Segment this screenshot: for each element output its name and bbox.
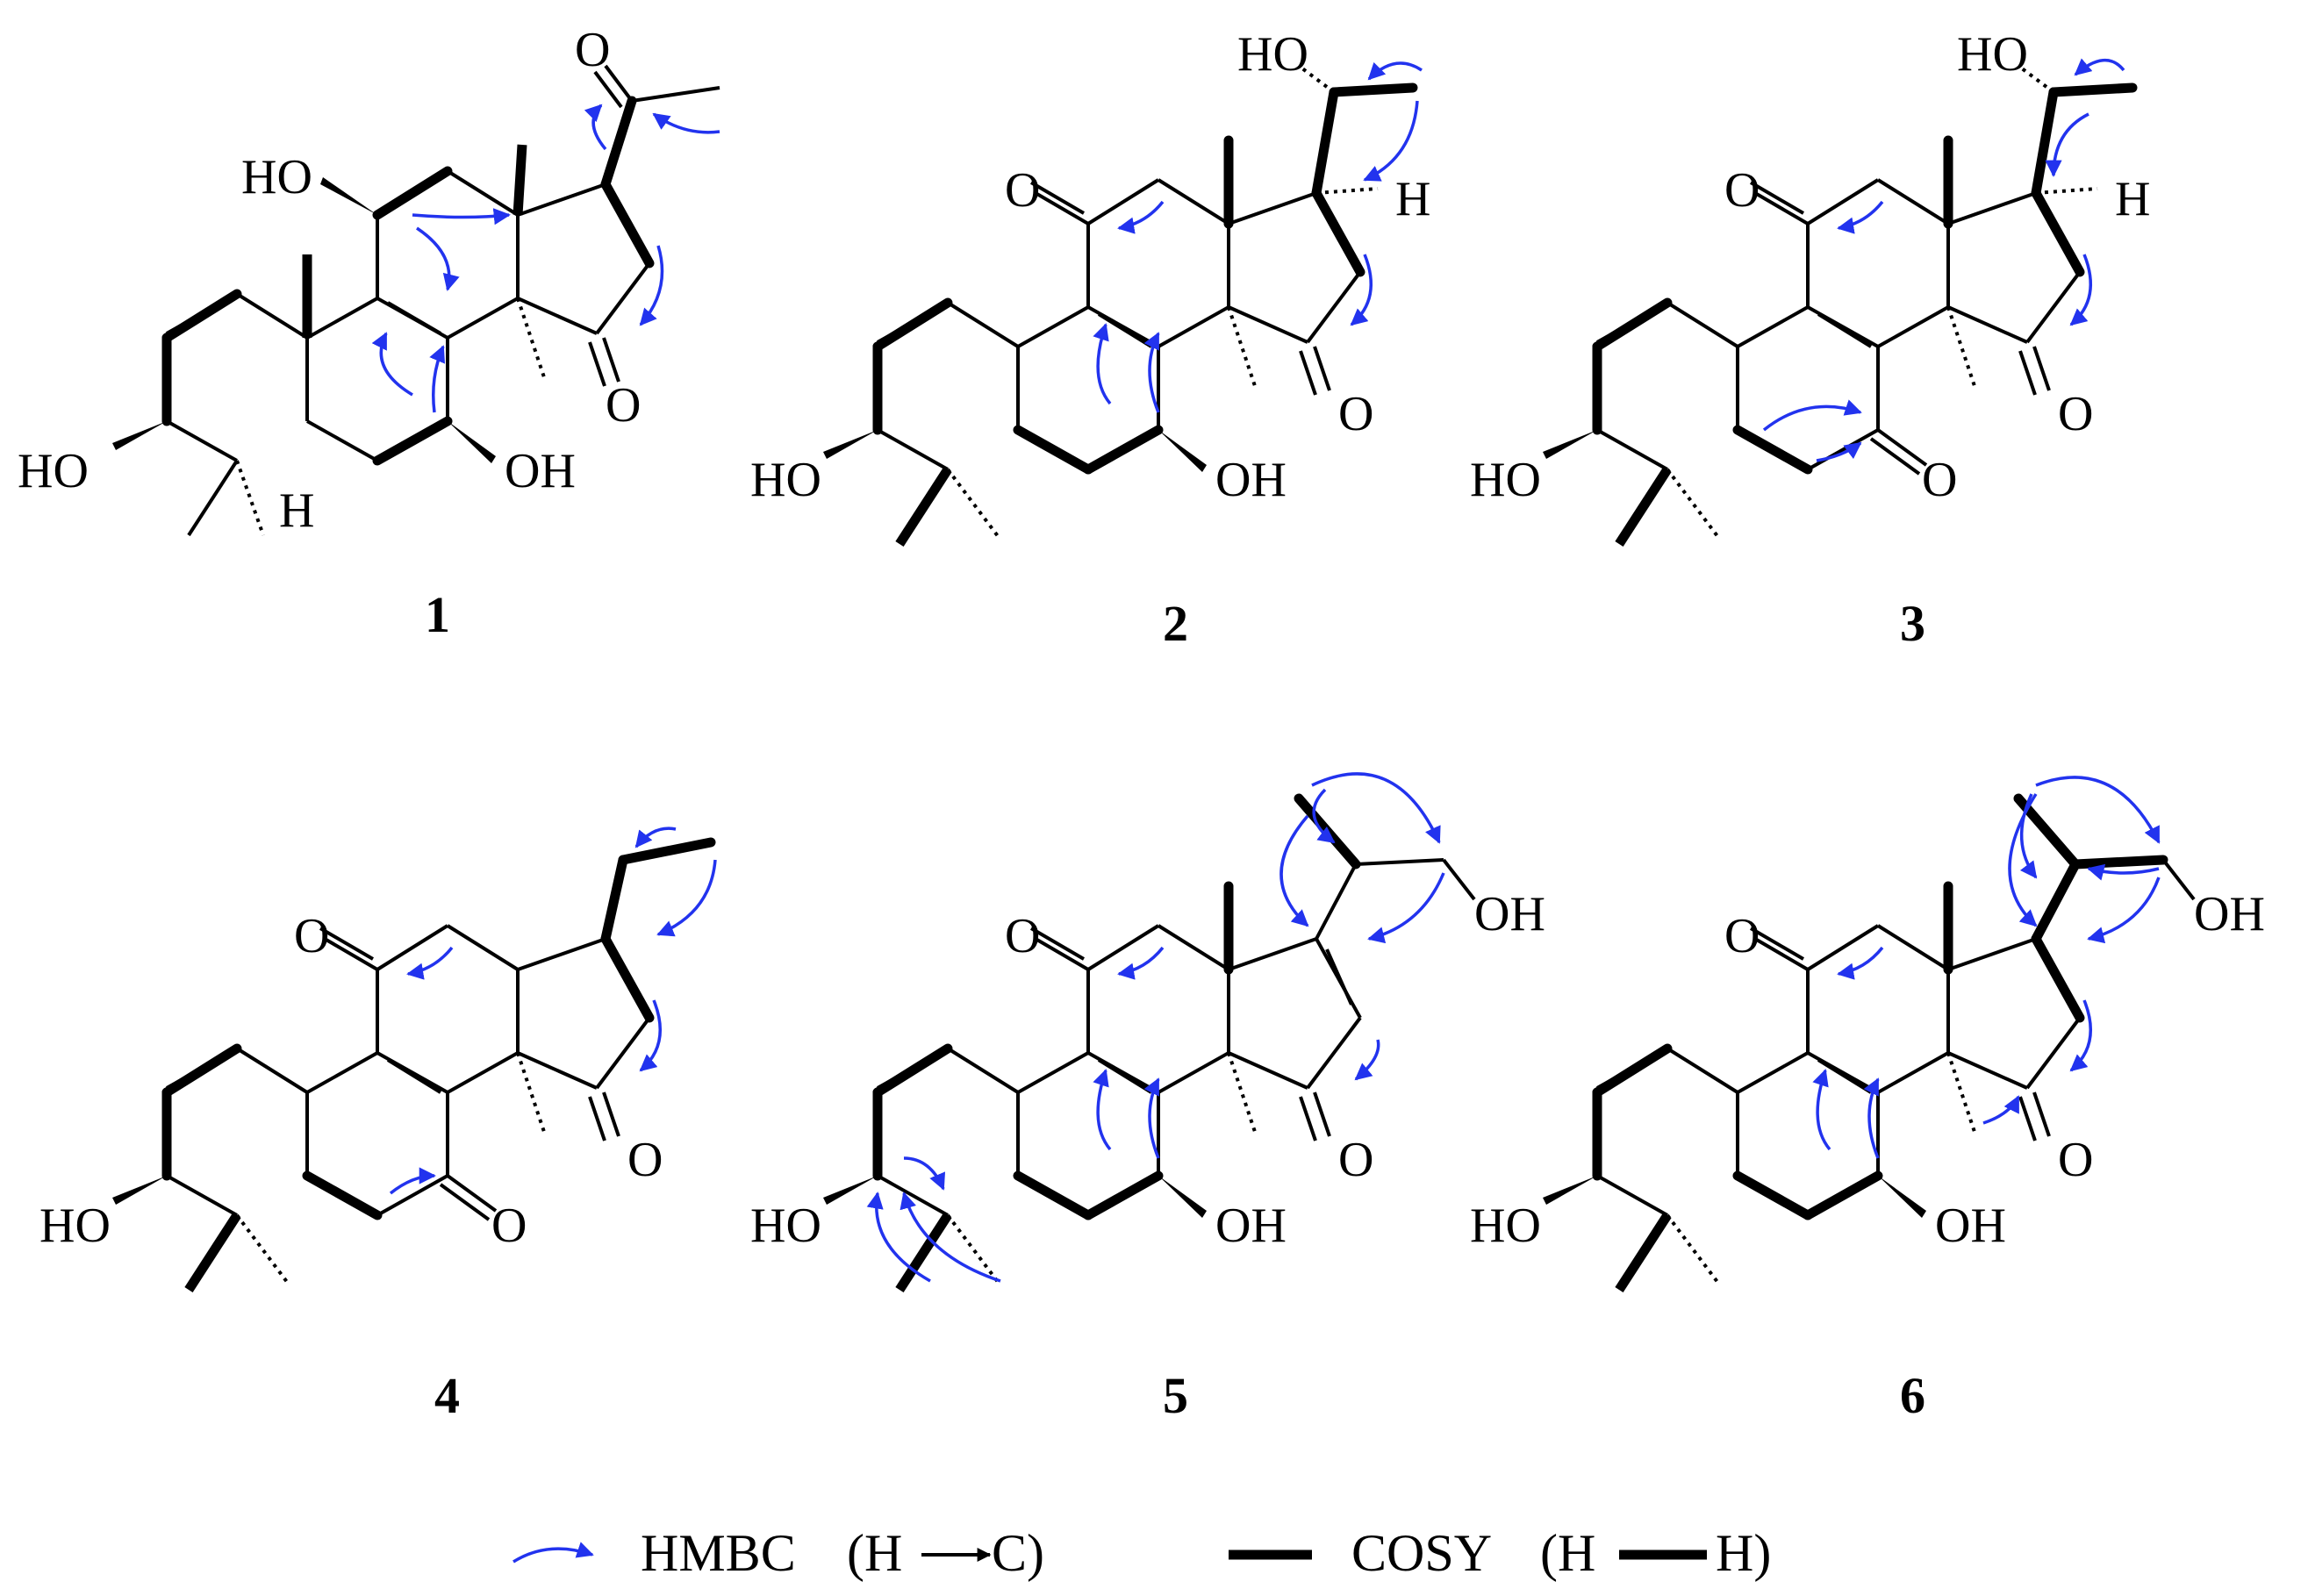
hydroxyl-label: HO [241, 150, 312, 204]
oxygen-label: O [575, 23, 610, 77]
hmbc-arrows-4 [389, 827, 717, 1195]
wedge-bonds-2 [823, 430, 1207, 472]
cosy-bonds-4 [161, 837, 716, 1220]
cosy-bonds-5 [872, 793, 1361, 1220]
atom-labels-4: O O HO O [39, 909, 663, 1253]
hmbc-label: HMBC [641, 1524, 796, 1582]
oxygen-label: O [1922, 453, 1957, 507]
hydroxyl-label: HO [1470, 1199, 1541, 1253]
hydroxyl-label: HO [1237, 27, 1308, 82]
legend: HMBC (H C) COSY (H H) [512, 1524, 1771, 1582]
hmbc-detail-close: C) [992, 1524, 1044, 1582]
wedge-bonds-6 [1543, 1176, 1926, 1218]
oxygen-label: O [1724, 909, 1760, 963]
compound-5: OH O O HO OH 5 [750, 772, 1545, 1424]
hydroxyl-label: HO [18, 444, 89, 498]
cosy-label: COSY [1351, 1524, 1492, 1582]
atom-labels-2: HO H O O HO OH [750, 27, 1430, 507]
compound-number: 2 [1163, 595, 1188, 652]
legend-cosy: COSY (H H) [1229, 1524, 1771, 1582]
hmbc-arrows-1 [371, 104, 720, 413]
oxygen-label: O [606, 378, 641, 433]
cosy-bonds-1 [161, 96, 655, 466]
oxygen-label: O [1005, 163, 1040, 218]
hydroxyl-label: HO [1957, 27, 2028, 82]
compound-number: 3 [1900, 595, 1925, 652]
wedge-bonds-5 [823, 1176, 1207, 1218]
wedge-bonds-4 [112, 1176, 167, 1205]
legend-hmbc: HMBC (H C) [512, 1524, 1044, 1582]
oxygen-label: O [294, 909, 329, 963]
oxygen-label: O [1338, 1133, 1373, 1187]
hmbc-arrows-2 [1093, 61, 1423, 413]
skeleton-6 [1595, 858, 2196, 1292]
atom-labels-5: OH O O HO OH [750, 887, 1545, 1253]
compound-number: 6 [1900, 1367, 1925, 1424]
oxygen-label: O [1005, 909, 1040, 963]
hydroxyl-label: HO [1470, 453, 1541, 507]
atom-labels-6: OH O O HO OH [1470, 887, 2265, 1253]
cosy-detail-open: (H [1540, 1524, 1595, 1582]
hydroxyl-label: OH [2194, 887, 2265, 941]
oxygen-label: O [1724, 163, 1760, 218]
oxygen-label: O [2058, 1133, 2093, 1187]
hydrogen-label: H [279, 483, 314, 538]
compound-number: 1 [425, 586, 450, 643]
cosy-detail-close: H) [1716, 1524, 1771, 1582]
oxygen-label: O [491, 1199, 527, 1253]
hydrogen-label: H [2115, 172, 2150, 226]
skeleton-4 [165, 924, 651, 1292]
compound-6: OH O O HO OH 6 [1470, 776, 2265, 1424]
oxygen-label: O [1338, 387, 1373, 441]
oxygen-label: O [627, 1133, 663, 1187]
compound-number: 4 [434, 1367, 460, 1424]
compound-4: O O HO O 4 [39, 827, 717, 1424]
oxygen-label: O [2058, 387, 2093, 441]
skeleton-5 [876, 858, 1476, 1292]
hydroxyl-label: OH [1215, 1199, 1287, 1253]
atom-labels-3: HO H O O HO O [1470, 27, 2150, 507]
hmbc-arrows-5 [866, 772, 1445, 1283]
hmbc-arrows-6 [1812, 776, 2161, 1159]
compound-number: 5 [1163, 1367, 1188, 1424]
skeleton-1 [165, 64, 720, 537]
cosy-bonds-3 [1592, 82, 2138, 475]
wedge-bonds-3 [1543, 430, 1597, 459]
compound-1: HO HO OH H O O 1 [18, 23, 720, 643]
compound-2: HO H O O HO OH 2 [750, 27, 1430, 652]
hmbc-detail-open: (H [847, 1524, 902, 1582]
hydrogen-label: H [1395, 172, 1430, 226]
skeleton-3 [1595, 64, 2098, 547]
hydroxyl-label: HO [750, 1199, 821, 1253]
skeleton-2 [876, 64, 1379, 547]
hydroxyl-label: HO [39, 1199, 111, 1253]
cosy-bonds-2 [872, 82, 1418, 475]
hydroxyl-label: OH [1474, 887, 1545, 941]
atom-labels-1: HO HO OH H O O [18, 23, 641, 538]
hydroxyl-label: HO [750, 453, 821, 507]
compound-3: HO H O O HO O 3 [1470, 27, 2150, 652]
hmbc-arrows-3 [1762, 58, 2125, 462]
hmbc-arrow-icon [512, 1542, 594, 1564]
hydroxyl-label: OH [1215, 453, 1287, 507]
hydroxyl-label: OH [505, 444, 576, 498]
wedge-bonds-1 [112, 177, 496, 463]
hydroxyl-label: OH [1935, 1199, 2006, 1253]
